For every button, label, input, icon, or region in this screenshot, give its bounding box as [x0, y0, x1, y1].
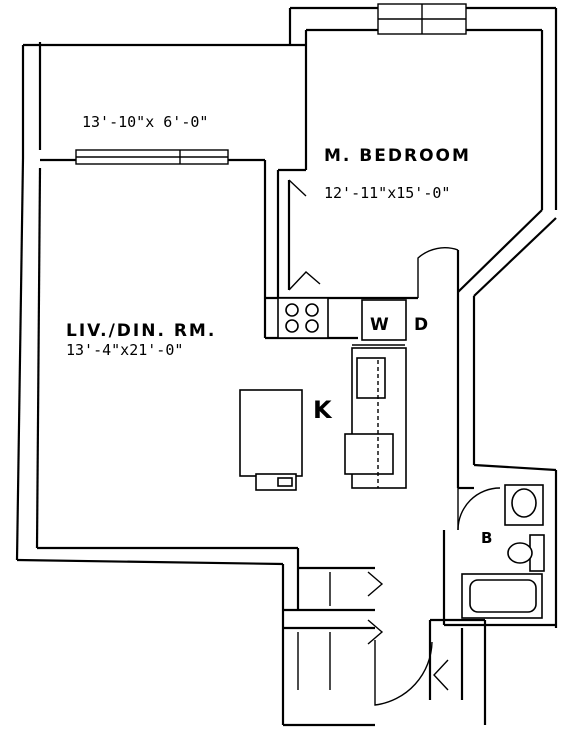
bathtub-basin — [469, 579, 537, 613]
dryer-label: D — [414, 315, 428, 335]
living-name: LIV./DIN. RM. — [66, 321, 216, 341]
kitchen-island — [239, 389, 303, 477]
stove — [277, 297, 329, 339]
balcony-dimensions: 13'-10"x 6'-0" — [82, 113, 208, 131]
closet-bifold-lower[interactable] — [367, 619, 384, 645]
bath-door[interactable] — [457, 487, 501, 531]
closet-shelving — [297, 572, 331, 690]
bedroom-diagonal-wall-inner — [457, 209, 543, 293]
bath — [461, 484, 545, 619]
toilet-bowl — [507, 542, 533, 564]
stove-burner-1 — [285, 303, 299, 317]
bedroom-diagonal-wall-outer — [473, 217, 557, 297]
left-wall-inner — [35, 167, 42, 549]
bath-label: B — [481, 529, 492, 547]
bedroom-name: M. BEDROOM — [324, 146, 471, 166]
kitchen-label: K — [313, 396, 333, 424]
windows — [75, 3, 467, 165]
stove-burner-2 — [305, 303, 319, 317]
bedroom-dimensions: 12'-11"x15'-0" — [324, 184, 450, 202]
bedroom-closet-door-upper[interactable] — [288, 179, 307, 197]
stove-burner-4 — [305, 319, 319, 333]
left-wall-outer — [15, 157, 25, 561]
living-bottom-wall-outer — [16, 558, 284, 566]
closet-bifold-upper[interactable] — [367, 571, 384, 597]
doors[interactable] — [288, 179, 501, 706]
refrigerator — [344, 433, 394, 475]
living-dimensions: 13'-4"x21'-0" — [66, 341, 183, 359]
bath-sink — [511, 488, 537, 518]
bedroom-door[interactable] — [417, 247, 459, 298]
island-seat-cushion — [277, 477, 293, 487]
bath-top-wall — [473, 463, 557, 472]
labels: 13'-10"x 6'-0" M. BEDROOM 12'-11"x15'-0"… — [66, 113, 492, 547]
kitchen-sink — [356, 357, 386, 399]
exterior-walls — [15, 6, 558, 727]
stove-burner-3 — [285, 319, 299, 333]
bedroom-closet-door-lower[interactable] — [288, 271, 321, 291]
entry-door[interactable] — [374, 640, 433, 706]
washer-dryer — [361, 299, 407, 341]
kitchen — [239, 297, 407, 491]
closet2-door[interactable] — [433, 659, 449, 691]
washer-label: W — [370, 315, 389, 335]
